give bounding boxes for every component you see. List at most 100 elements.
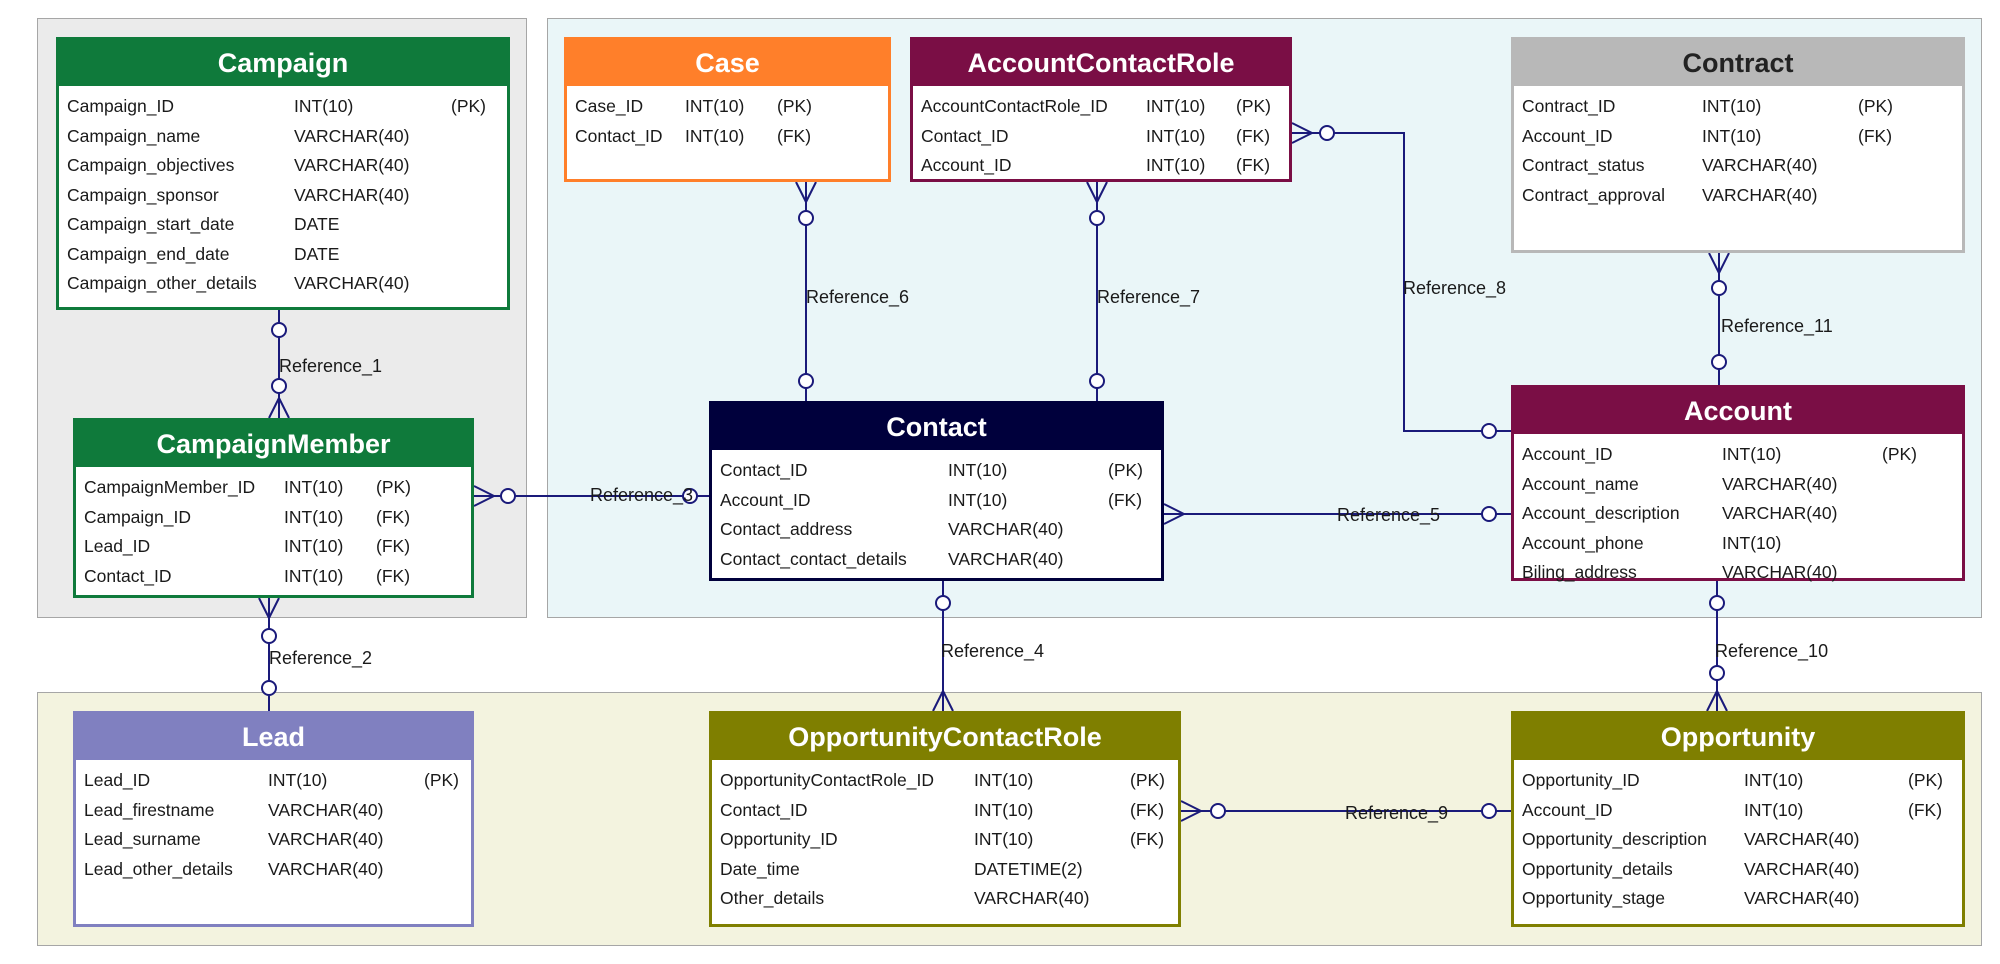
attribute-name: Account_name [1522,473,1639,494]
attribute-name: Contract_approval [1522,184,1665,205]
attribute-type: VARCHAR(40) [1702,155,1818,175]
attribute-key: (PK) [424,770,459,790]
attribute-type: INT(10) [1744,770,1804,790]
attribute-row: Contact_ID INT(10) (FK) [712,796,1178,826]
attribute-name: Account_ID [1522,444,1613,464]
attribute-name: OpportunityContactRole_ID [720,770,934,790]
attribute-name: Opportunity_ID [720,829,838,849]
attribute-type: INT(10) [974,770,1034,790]
attribute-type: INT(10) [268,770,328,790]
attribute-type: INT(10) [948,489,1008,510]
attribute-row: Date_time DATETIME(2) [712,855,1178,885]
attribute-key: (FK) [1236,125,1271,146]
attribute-type: INT(10) [685,96,745,116]
attribute-type: INT(10) [1146,125,1206,146]
attribute-row: Campaign_start_date DATE [59,210,507,240]
attribute-key: (FK) [376,506,411,527]
attribute-name: Lead_surname [84,829,201,849]
attribute-name: Campaign_end_date [67,243,230,264]
attribute-name: Account_phone [1522,532,1644,553]
entity-title: Account [1514,388,1962,434]
attribute-key: (PK) [777,96,812,116]
entity-title: OpportunityContactRole [712,714,1178,760]
attribute-type: DATE [294,214,340,234]
reference-label: Reference_11 [1721,316,1833,336]
attribute-type: INT(10) [1702,125,1762,146]
attribute-name: Biling_address [1522,562,1637,582]
attribute-name: Campaign_sponsor [67,184,219,205]
attribute-name: Campaign_other_details [67,273,257,293]
attribute-name: Account_ID [1522,799,1613,820]
attribute-name: Contact_address [720,519,853,539]
attribute-key: (PK) [1908,770,1943,790]
attribute-key: (PK) [376,477,411,497]
reference-label: Reference_3 [590,485,694,505]
attribute-row: Opportunity_ID INT(10) (FK) [712,825,1178,855]
attribute-key: (FK) [1130,799,1165,820]
attribute-type: INT(10) [294,96,354,116]
attribute-type: INT(10) [284,477,344,497]
attribute-type: INT(10) [974,799,1034,820]
reference-label: Reference_2 [269,648,373,668]
entity-title: CampaignMember [76,421,471,467]
attribute-name: Contact_ID [921,125,1009,146]
attribute-type: DATETIME(2) [974,858,1083,879]
reference-label: Reference_9 [1345,803,1449,823]
attribute-type: INT(10) [1722,444,1782,464]
attribute-type: INT(10) [974,829,1034,849]
optional-marker [261,628,277,644]
attribute-name: Contact_ID [720,460,808,480]
attribute-name: Campaign_start_date [67,214,235,234]
attribute-type: VARCHAR(40) [1744,858,1860,879]
attribute-key: (FK) [1130,829,1165,849]
attribute-type: INT(10) [1702,96,1762,116]
attribute-name: Contract_ID [1522,96,1616,116]
attribute-row: Lead_ID INT(10) (PK) [76,766,471,796]
attribute-name: Contact_ID [720,799,808,820]
attribute-type: VARCHAR(40) [948,519,1064,539]
attribute-name: Other_details [720,888,825,908]
attribute-name: Contract_status [1522,155,1645,175]
entity-title: Case [567,40,888,86]
reference-label: Reference_1 [279,356,383,376]
reference-label: Reference_10 [1715,641,1829,661]
attribute-name: Account_ID [720,489,811,510]
attribute-type: INT(10) [1146,96,1206,116]
attribute-key: (FK) [1908,799,1943,820]
attribute-name: Date_time [720,858,800,879]
reference-label: Reference_6 [806,287,910,307]
attribute-type: INT(10) [284,536,344,556]
attribute-name: Lead_ID [84,770,151,790]
